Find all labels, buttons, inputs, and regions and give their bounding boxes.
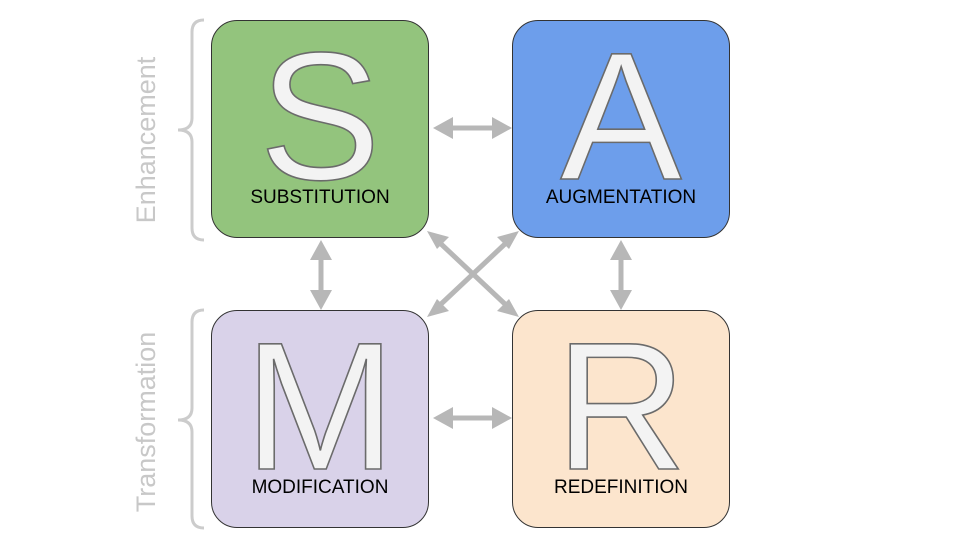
- substitution-letter: S: [258, 14, 381, 218]
- arrow-a-m: [427, 231, 519, 317]
- substitution-label: SUBSTITUTION: [250, 187, 390, 208]
- arrow-m-r: [433, 407, 512, 429]
- arrow-s-m: [310, 240, 332, 310]
- substitution-box: S SUBSTITUTION: [211, 20, 429, 238]
- enhancement-bracket: [177, 18, 205, 242]
- arrow-a-r: [610, 240, 632, 310]
- modification-label: MODIFICATION: [251, 477, 389, 498]
- redefinition-box: R REDEFINITION: [512, 310, 730, 528]
- redefinition-label: REDEFINITION: [553, 477, 689, 498]
- samr-diagram: Enhancement Transformation S SUBSTITUTIO…: [131, 18, 730, 530]
- redefinition-letter: R: [554, 304, 687, 508]
- augmentation-box: A AUGMENTATION: [512, 20, 730, 238]
- augmentation-label: AUGMENTATION: [545, 187, 697, 208]
- transformation-label: Transformation: [131, 331, 161, 513]
- augmentation-letter: A: [559, 14, 682, 218]
- modification-box: M MODIFICATION: [211, 310, 429, 528]
- arrow-s-a: [433, 117, 512, 139]
- modification-letter: M: [243, 304, 396, 508]
- transformation-bracket: [177, 308, 205, 530]
- enhancement-label: Enhancement: [131, 56, 161, 224]
- connector-layer: [177, 18, 632, 530]
